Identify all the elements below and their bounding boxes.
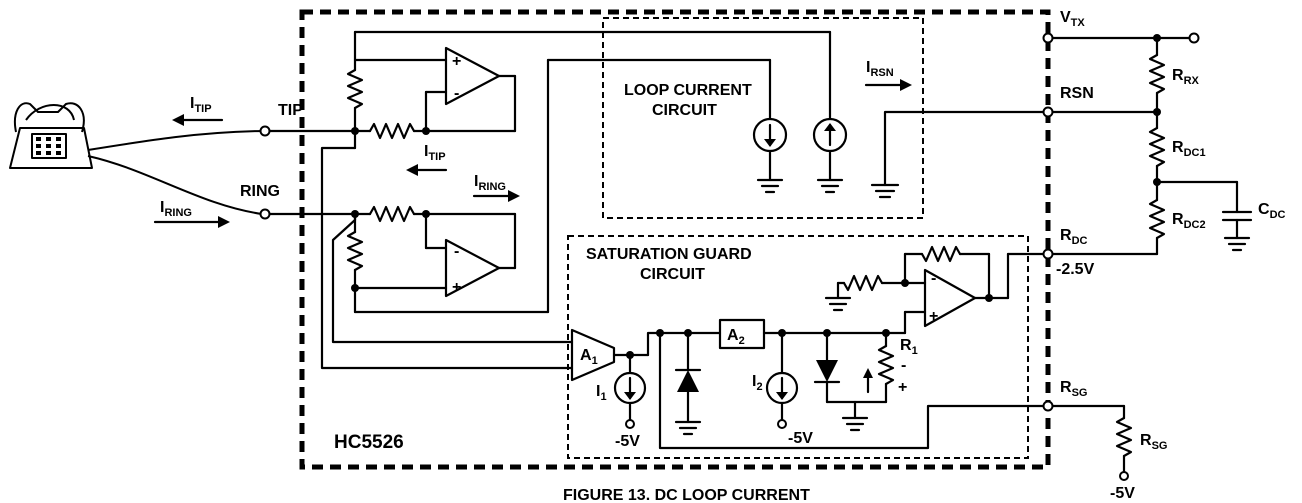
- saturation-guard-title-2: CIRCUIT: [640, 266, 705, 283]
- rsn-label: RSN: [1060, 85, 1094, 102]
- a1-label: A1: [580, 347, 598, 367]
- i-ring-label: IRING: [160, 199, 192, 219]
- i-ring-inner-arrow-icon: [472, 190, 520, 202]
- c-dc-label: CDC: [1258, 201, 1286, 221]
- saturation-guard-title-1: SATURATION GUARD: [586, 246, 752, 263]
- a2-label: A2: [727, 327, 745, 347]
- r-rx-label: RRX: [1172, 67, 1200, 87]
- clamp-diode-1: [677, 370, 699, 392]
- i-ring-inner-label: IRING: [474, 173, 506, 193]
- guard-opamp: [923, 268, 977, 328]
- rsg-pin-label: RSG: [1060, 379, 1087, 399]
- tip-label: TIP: [278, 102, 303, 119]
- guard-feedback-resistor: [920, 245, 962, 263]
- ring-opamp: [444, 238, 501, 298]
- i1-label: I1: [596, 383, 607, 403]
- r-rx-resistor: [1148, 53, 1166, 95]
- r-dc2-label: RDC2: [1172, 211, 1206, 231]
- ring-opamp-minus: -: [454, 243, 459, 260]
- ring-sense-resistor: [368, 205, 416, 223]
- rsn-pin[interactable]: [1042, 106, 1054, 118]
- chip-name: HC5526: [334, 432, 404, 453]
- rsg-pin[interactable]: [1042, 400, 1054, 412]
- figure-caption: FIGURE 13. DC LOOP CURRENT: [563, 487, 810, 503]
- ring-terminal[interactable]: [259, 208, 271, 220]
- ground-icon: [816, 178, 844, 194]
- tip-sense-resistor: [368, 122, 416, 140]
- i-tip-inner-label: ITIP: [424, 143, 446, 163]
- supply-neg5-a: -5V: [615, 433, 640, 450]
- telephone-icon: [9, 102, 93, 169]
- tip-opamp-plus: +: [452, 53, 461, 70]
- ground-icon: [674, 420, 702, 436]
- r-dc2-resistor: [1148, 198, 1166, 240]
- r1-label: R1: [900, 337, 918, 357]
- i-ring-arrow-icon: [153, 216, 230, 228]
- loop-current-title-1: LOOP CURRENT: [624, 82, 752, 99]
- rdc-pin[interactable]: [1042, 248, 1054, 260]
- ring-cord: [87, 155, 263, 215]
- ground-icon: [841, 416, 869, 432]
- ring-label: RING: [240, 183, 280, 200]
- r1-resistor: [877, 344, 895, 386]
- vtx-pin[interactable]: [1042, 32, 1054, 44]
- i-tip-inner-arrow-icon: [406, 164, 448, 176]
- tip-feedback-resistor: [346, 68, 364, 110]
- guard-opamp-minus: -: [931, 270, 936, 287]
- c-dc-capacitor: [1221, 210, 1253, 222]
- tip-terminal[interactable]: [259, 125, 271, 137]
- chip-boundary: [299, 9, 1051, 470]
- r-dc1-resistor: [1148, 126, 1166, 168]
- ground-icon: [756, 178, 784, 194]
- rdc-label: RDC: [1060, 227, 1088, 247]
- r1-plus: +: [898, 379, 907, 396]
- r-sg-label: RSG: [1140, 432, 1167, 452]
- i2-label: I2: [752, 373, 763, 393]
- tip-cord: [87, 130, 263, 151]
- rdc-voltage-label: -2.5V: [1056, 261, 1095, 278]
- tip-opamp-minus: -: [454, 85, 459, 102]
- i-rsn-arrow-icon: [864, 79, 912, 91]
- saturation-guard-block: [567, 235, 1029, 459]
- i-tip-arrow-icon: [172, 114, 224, 126]
- r1-arrow-icon: [863, 368, 873, 378]
- ground-icon: [1223, 236, 1251, 252]
- clamp-diode-2: [816, 360, 838, 382]
- guard-opamp-plus: +: [929, 308, 938, 325]
- ring-opamp-plus: +: [452, 279, 461, 296]
- a1-amplifier: [570, 328, 616, 382]
- tip-opamp: [444, 46, 501, 106]
- ground-icon: [824, 296, 852, 312]
- loop-current-title-2: CIRCUIT: [652, 102, 717, 119]
- loop-current-block: [602, 17, 924, 219]
- r-dc1-label: RDC1: [1172, 139, 1206, 159]
- supply-neg5-c: -5V: [1110, 485, 1135, 502]
- r-sg-resistor: [1115, 416, 1133, 458]
- ring-feedback-resistor: [346, 230, 364, 272]
- vtx-label: VTX: [1060, 9, 1085, 29]
- guard-input-resistor: [842, 274, 884, 292]
- i-tip-label: ITIP: [190, 95, 212, 115]
- r1-minus: -: [901, 357, 906, 374]
- supply-neg5-b: -5V: [788, 430, 813, 447]
- ground-icon: [870, 183, 900, 199]
- i-rsn-label: IRSN: [866, 59, 894, 79]
